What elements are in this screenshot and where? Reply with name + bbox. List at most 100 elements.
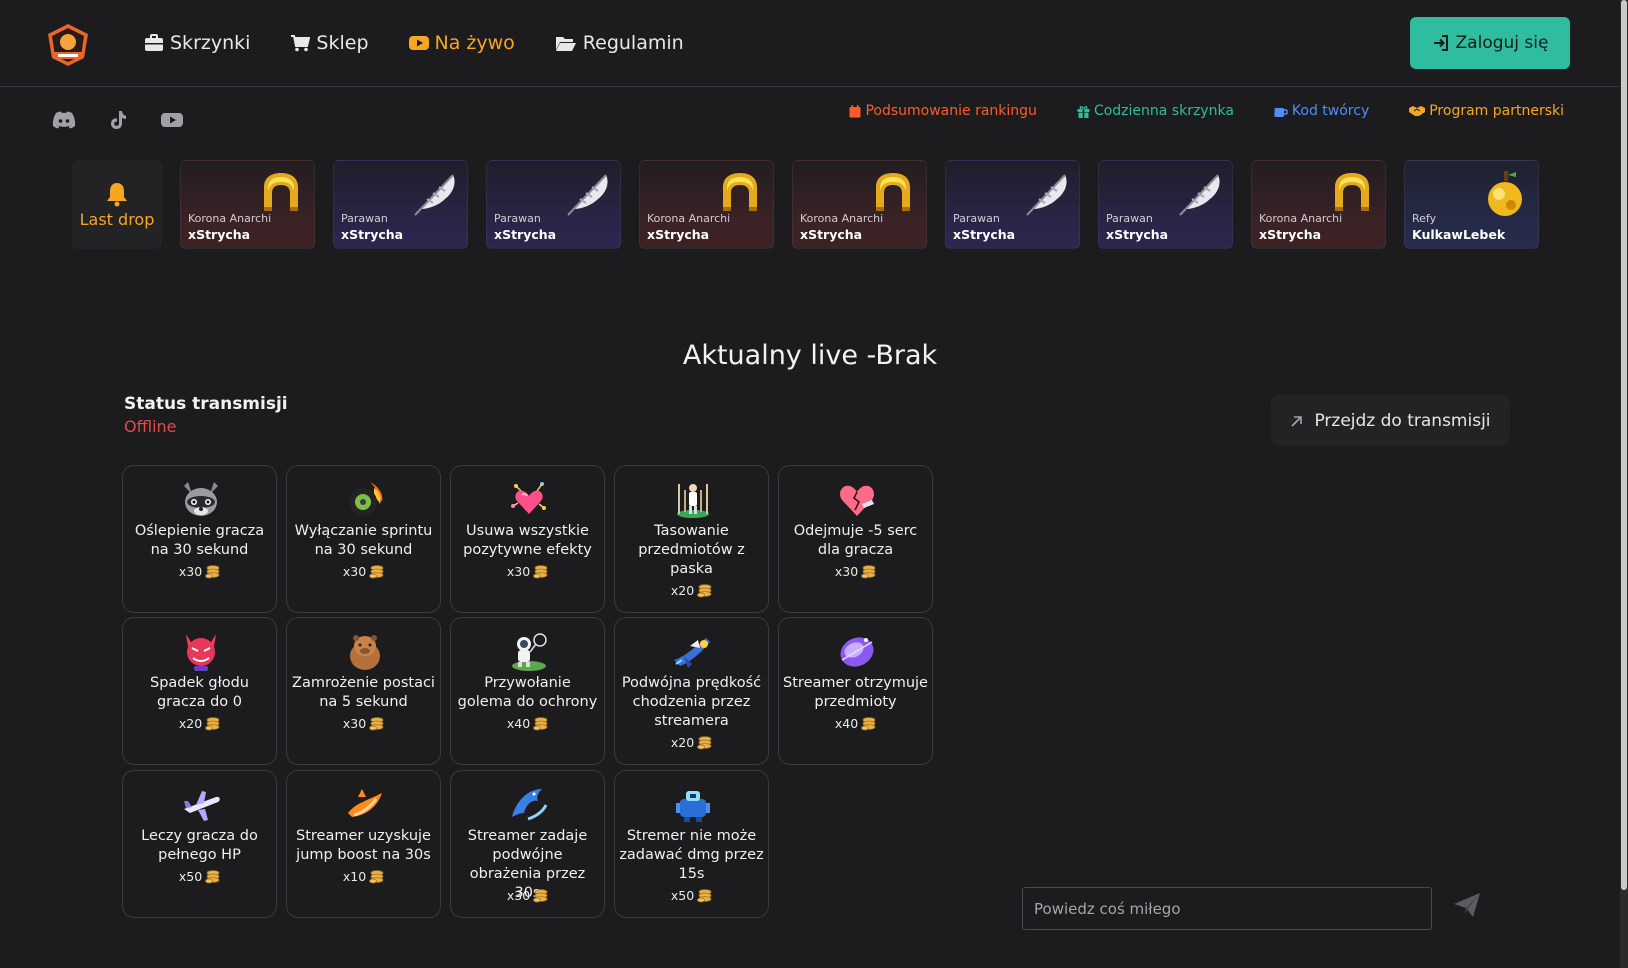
action-cost: x30 [451,888,604,903]
daily-crate-link[interactable]: Codzienna skrzynka [1077,103,1234,119]
page-scrollbar-thumb[interactable] [1621,0,1627,890]
drop-type: Korona Anarchi [800,212,884,225]
action-card[interactable]: Zamrożenie postaci na 5 sekund x30 [286,617,441,765]
astronaut-icon [512,633,547,671]
drop-card[interactable]: Parawan xStrycha [1098,160,1233,249]
shuffle-figure-icon [677,484,709,518]
nav-item-label: Na żywo [434,32,515,54]
action-card[interactable]: Odejmuje -5 serc dla gracza x30 [778,465,933,613]
drop-card[interactable]: Parawan xStrycha [333,160,468,249]
partner-program-link[interactable]: Program partnerski [1409,103,1564,119]
drop-card[interactable]: Korona Anarchi xStrycha [792,160,927,249]
tiktok-link[interactable] [106,108,130,132]
youtube-link[interactable] [160,108,184,132]
drop-card[interactable]: Korona Anarchi xStrycha [180,160,315,249]
action-card[interactable]: Oślepienie gracza na 30 sekund x30 [122,465,277,613]
ql-label: Podsumowanie rankingu [865,103,1037,119]
nav-item-sklep[interactable]: Sklep [290,28,369,58]
fox-icon [348,789,382,817]
gold-helmet-icon [723,173,757,211]
coins-icon [369,869,384,883]
action-description: Leczy gracza do pełnego HP [141,828,258,863]
drop-card[interactable]: Refy KulkawLebek [1404,160,1539,249]
capybara-icon [350,635,380,670]
action-description: Usuwa wszystkie pozytywne efekty [463,523,592,558]
coins-icon [369,564,384,578]
ranking-summary-link[interactable]: Podsumowanie rankingu [849,103,1037,119]
drop-type: Parawan [1106,212,1153,225]
ql-label: Codzienna skrzynka [1093,103,1234,119]
drop-card[interactable]: Korona Anarchi xStrycha [639,160,774,249]
nav-item-skrzynki[interactable]: Skrzynki [144,28,250,58]
action-description: Stremer nie może zadawać dmg przez 15s [619,828,764,882]
demon-icon [186,634,216,671]
action-card[interactable]: Streamer zadaje podwójne obrażenia przez… [450,770,605,918]
cost-value: x30 [342,716,367,731]
nav-item-regulamin[interactable]: Regulamin [555,28,684,58]
tiermc-logo[interactable] [44,22,92,68]
drop-user: xStrycha [800,227,863,242]
cost-value: x20 [670,735,695,750]
cost-value: x50 [670,888,695,903]
raccoon-icon [184,482,218,516]
action-card[interactable]: Streamer uzyskuje jump boost na 30s x10 [286,770,441,918]
cost-value: x30 [178,564,203,579]
login-button[interactable]: Zaloguj się [1410,17,1570,69]
action-cost: x10 [287,869,440,884]
coins-icon [697,735,712,749]
nav-item-label: Sklep [316,32,369,54]
login-label: Zaloguj się [1455,33,1549,53]
action-description: Spadek głodu gracza do 0 [149,675,249,710]
creator-code-link[interactable]: Kod twórcy [1274,103,1369,119]
cost-value: x20 [178,716,203,731]
top-navbar: Skrzynki Sklep Na żywo Regulamin Zaloguj… [0,0,1628,87]
feather-icon [1026,174,1067,216]
cost-value: x30 [834,564,859,579]
drop-type: Korona Anarchi [1259,212,1343,225]
folder-open-icon [555,37,576,51]
action-cost: x20 [123,716,276,731]
action-card[interactable]: Spadek głodu gracza do 0 x20 [122,617,277,765]
live-title: Aktualny live -Brak [682,340,938,371]
drop-user: xStrycha [1259,227,1322,242]
stream-status-value: Offline [124,417,177,436]
action-cost: x30 [451,564,604,579]
arrow-up-right-icon [1291,415,1303,427]
youtube-icon [408,36,429,50]
drop-type: Parawan [953,212,1000,225]
gold-helmet-icon [876,173,910,211]
coins-icon [533,716,548,730]
action-card[interactable]: Podwójna prędkość chodzenia przez stream… [614,617,769,765]
stream-status-label: Status transmisji [124,394,288,414]
drop-user: xStrycha [341,227,404,242]
send-message-button[interactable] [1450,888,1484,922]
action-description: Streamer zadaje podwójne obrażenia przez… [467,828,588,901]
action-card[interactable]: Streamer otrzymuje przedmioty x40 [778,617,933,765]
action-cost: x50 [123,869,276,884]
action-card[interactable]: Usuwa wszystkie pozytywne efekty x30 [450,465,605,613]
cost-value: x30 [342,564,367,579]
action-card[interactable]: Leczy gracza do pełnego HP x50 [122,770,277,918]
drop-card[interactable]: Korona Anarchi xStrycha [1251,160,1386,249]
cost-value: x50 [178,869,203,884]
action-card[interactable]: Przywołanie golema do ochrony x40 [450,617,605,765]
action-card[interactable]: Tasowanie przedmiotów z paska x20 [614,465,769,613]
drop-card[interactable]: Parawan xStrycha [486,160,621,249]
nav-item-na-zywo[interactable]: Na żywo [408,28,515,58]
drop-user: xStrycha [953,227,1016,242]
cost-value: x20 [670,583,695,598]
action-card[interactable]: Wyłączanie sprintu na 30 sekund x30 [286,465,441,613]
drop-user: xStrycha [188,227,251,242]
chat-input[interactable] [1022,887,1432,930]
gold-helmet-icon [264,173,298,211]
cost-value: x30 [506,888,531,903]
drop-type: Refy [1412,212,1437,225]
action-card[interactable]: Stremer nie może zadawać dmg przez 15s x… [614,770,769,918]
last-drop-label-box: Last drop [72,160,162,249]
cost-value: x40 [834,716,859,731]
discord-link[interactable] [52,108,76,132]
action-cost: x20 [615,735,768,750]
drop-card[interactable]: Parawan xStrycha [945,160,1080,249]
go-to-stream-button[interactable]: Przejdz do transmisji [1271,395,1510,446]
coins-icon [533,564,548,578]
